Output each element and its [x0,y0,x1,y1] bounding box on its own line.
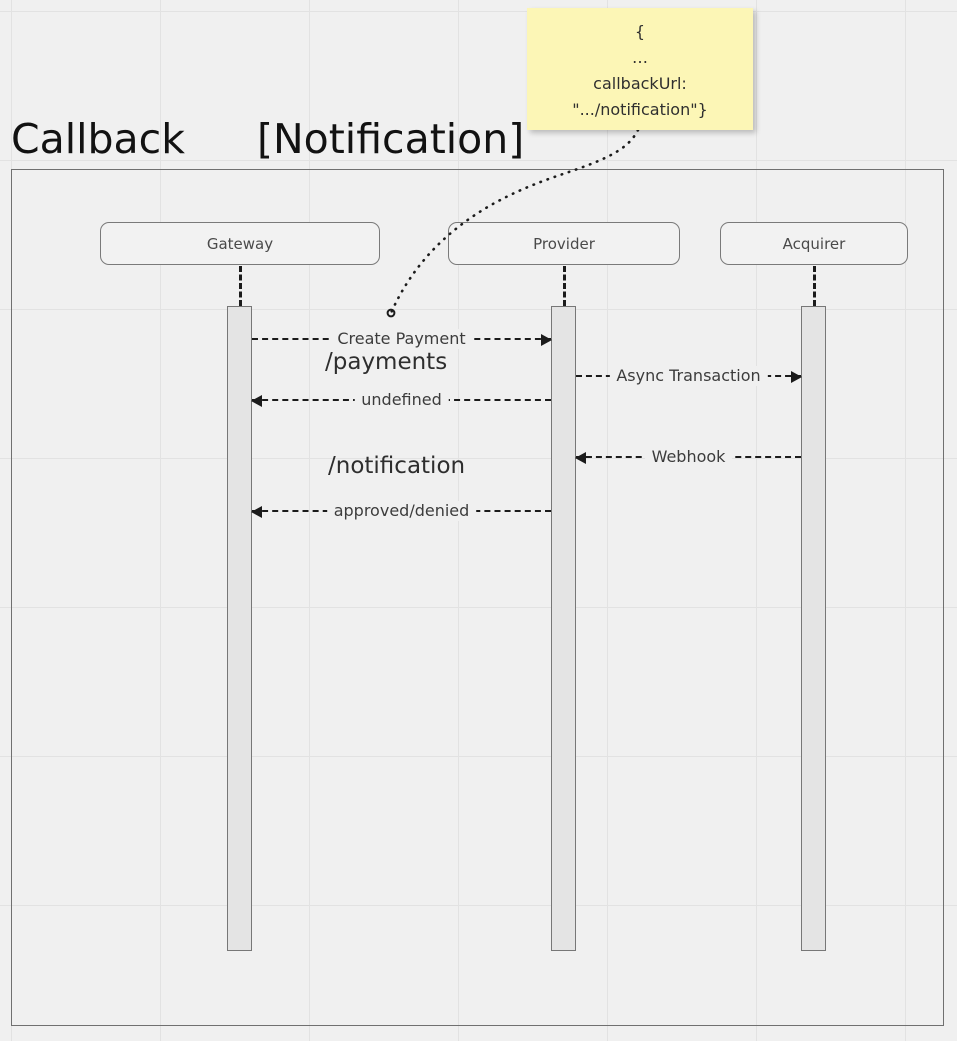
lifeline-acquirer [813,266,816,306]
activation-bar-acquirer [801,306,826,951]
page-title: Callback [Notification] [11,112,524,166]
message-async-transaction[interactable]: Async Transaction [576,366,802,386]
message-label: Webhook [644,447,733,467]
message-approved-denied[interactable]: approved/denied [251,501,551,521]
participant-acquirer[interactable]: Acquirer [720,222,908,265]
lifeline-gateway [239,266,242,306]
message-webhook[interactable]: Webhook [575,447,801,467]
note-line-2: … [632,48,648,67]
note-line-3: callbackUrl: [593,74,687,93]
activation-bar-provider [551,306,576,951]
path-label-notification: /notification [328,453,466,479]
message-label: undefined [354,390,449,410]
activation-bar-gateway [227,306,252,951]
participant-label: Acquirer [782,234,846,253]
arrow-head-left-icon [575,452,586,464]
participant-label: Provider [533,234,595,253]
diagram-title-text: Callback [11,115,185,163]
note-callback[interactable]: { … callbackUrl: ".../notification"} [527,8,753,130]
message-undefined-response[interactable]: undefined [251,390,551,410]
diagram-title-bracket: [Notification] [256,115,525,163]
participant-provider[interactable]: Provider [448,222,680,265]
arrow-head-left-icon [251,395,262,407]
arrow-head-left-icon [251,506,262,518]
arrow-head-right-icon [791,371,802,383]
note-line-4: ".../notification"} [572,100,708,119]
path-label-payments: /payments [325,349,448,375]
participant-label: Gateway [206,234,274,253]
message-label: approved/denied [326,501,477,521]
message-label: Create Payment [330,329,473,349]
message-label: Async Transaction [609,366,768,386]
participant-gateway[interactable]: Gateway [100,222,380,265]
lifeline-provider [563,266,566,306]
note-line-1: { [634,22,646,41]
arrow-head-right-icon [541,334,552,346]
message-create-payment[interactable]: Create Payment [252,329,552,349]
